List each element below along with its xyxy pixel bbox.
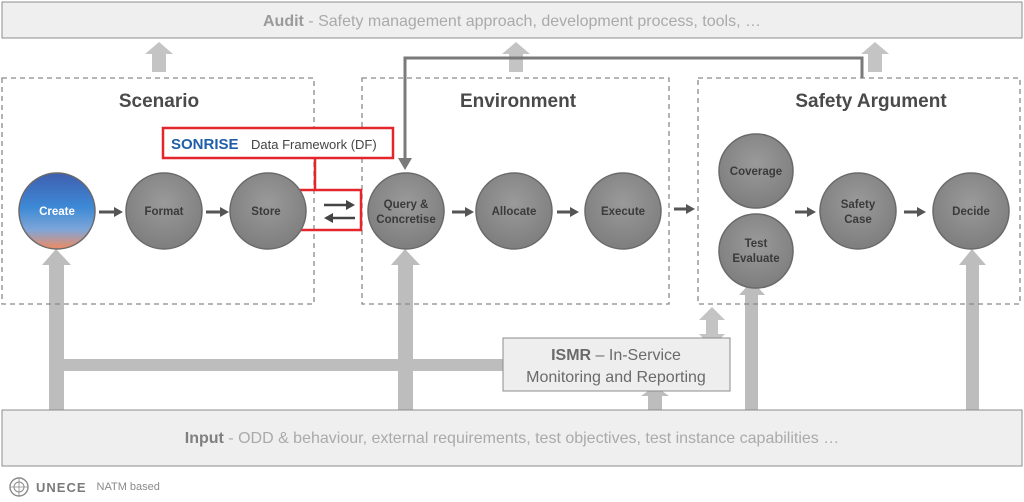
audit-title: Audit [263, 13, 305, 30]
node-allocate-label: Allocate [492, 206, 537, 218]
un-emblem-icon [9, 477, 29, 497]
input-bar [1, 409, 1023, 467]
up-arrow-create [42, 249, 71, 265]
node-create-label: Create [39, 206, 75, 218]
node-test-label-2: Evaluate [732, 253, 779, 265]
environment-title: Environment [460, 91, 577, 112]
node-format[interactable]: Format [125, 172, 203, 250]
svg-text:Audit - Safety management appr: Audit - Safety management approach, deve… [263, 13, 761, 30]
environment-box [361, 77, 670, 305]
node-query-label-1: Query & [384, 199, 429, 211]
input-title: Input [185, 430, 225, 447]
up-arrow-query [391, 249, 420, 265]
svg-text:Input - ODD & behaviour, exter: Input - ODD & behaviour, external requir… [185, 430, 840, 447]
node-allocate[interactable]: Allocate [475, 172, 553, 250]
node-test-label-1: Test [745, 238, 768, 250]
audit-description: - Safety management approach, developmen… [304, 13, 761, 30]
up-arrow-decide [959, 249, 986, 265]
audit-bar [1, 1, 1023, 39]
node-safety-label-1: Safety [841, 199, 876, 211]
audit-feedback-line [398, 56, 864, 170]
node-coverage-label: Coverage [730, 166, 782, 178]
ismr-subtitle: – In-Service [591, 347, 681, 364]
flow-arrows [99, 204, 926, 217]
node-execute[interactable]: Execute [584, 172, 662, 250]
safety-argument-box [697, 77, 1021, 305]
node-test-evaluate[interactable]: Test Evaluate [718, 213, 794, 289]
store-query-exchange-arrows [324, 200, 355, 223]
node-store[interactable]: Store [229, 172, 307, 250]
node-decide[interactable]: Decide [932, 172, 1010, 250]
feedback-lines [49, 262, 979, 410]
node-store-label: Store [251, 206, 280, 218]
sonrise-data-framework-label: SONRISE Data Framework (DF) [161, 126, 395, 190]
unece-logo-text: UNECE [36, 479, 87, 495]
node-safety-case[interactable]: Safety Case [819, 172, 897, 250]
node-query-concretise[interactable]: Query & Concretise [367, 172, 445, 250]
ismr-line2: Monitoring and Reporting [526, 369, 706, 386]
node-create[interactable]: Create [18, 172, 96, 250]
svg-text:ISMR – In-Service: ISMR – In-Service [551, 347, 681, 364]
sonrise-logo: SONRISE [171, 136, 239, 153]
node-coverage[interactable]: Coverage [718, 133, 794, 209]
data-framework-text: Data Framework (DF) [251, 137, 377, 152]
input-description: - ODD & behaviour, external requirements… [224, 430, 839, 447]
scenario-title: Scenario [119, 91, 199, 112]
safety-argument-title: Safety Argument [795, 91, 947, 112]
audit-arrows [145, 42, 889, 72]
footer: UNECE NATM based [8, 476, 160, 498]
node-query-label-2: Concretise [376, 214, 435, 226]
ismr-box: ISMR – In-Service Monitoring and Reporti… [502, 337, 731, 392]
ismr-title: ISMR [551, 347, 591, 364]
node-format-label: Format [145, 206, 184, 218]
natm-based-note: NATM based [96, 481, 160, 493]
node-safety-label-2: Case [844, 214, 872, 226]
node-decide-label: Decide [952, 206, 990, 218]
node-execute-label: Execute [601, 206, 645, 218]
